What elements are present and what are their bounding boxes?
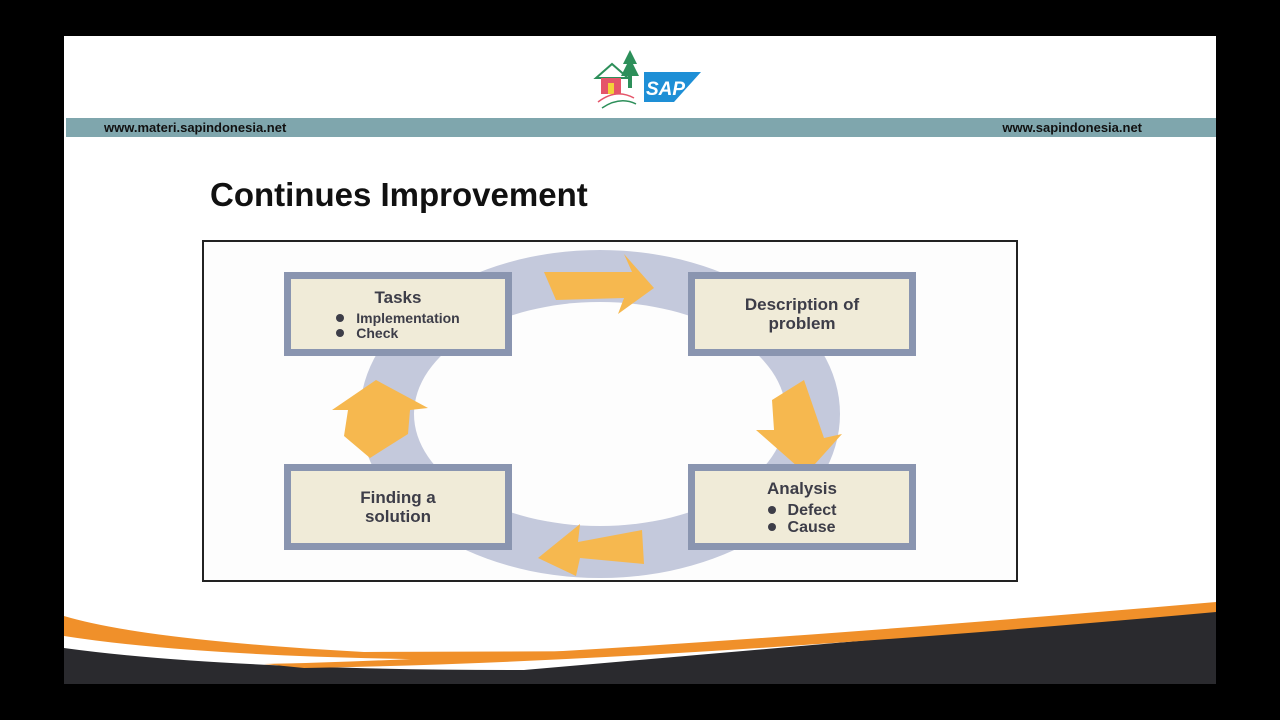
arrow-right-icon	[544, 254, 654, 314]
arrow-up-icon	[332, 380, 428, 458]
footer-orange-stripe	[264, 602, 1216, 668]
bullet-label: Cause	[787, 518, 836, 536]
slide-title: Continues Improvement	[210, 176, 588, 213]
bullet-label: Check	[356, 324, 399, 341]
step-title: Description of problem	[744, 295, 860, 333]
sap-logo-icon	[644, 72, 701, 102]
materi-url-link[interactable]: www.materi.sapindonesia.net	[104, 120, 287, 135]
list-item: Check	[336, 324, 459, 341]
site-url-link[interactable]: www.sapindonesia.net	[1002, 120, 1142, 135]
bullet-icon	[336, 329, 345, 337]
step-finding-a-solution: Finding a solution	[284, 464, 512, 550]
step-title: Analysis	[767, 478, 837, 498]
step-bullets: Defect Cause	[767, 501, 837, 536]
list-item: Cause	[767, 518, 837, 536]
arrow-left-icon	[538, 524, 644, 576]
bullet-icon	[767, 506, 776, 514]
bullet-label: Implementation	[356, 309, 460, 326]
list-item: Defect	[767, 501, 837, 519]
step-tasks: Tasks Implementation Check	[284, 272, 512, 356]
logo: SAP	[593, 50, 701, 109]
bullet-icon	[767, 523, 776, 531]
bullet-icon	[336, 314, 345, 322]
footer-dark-band	[64, 610, 1216, 684]
slide: SAP www.materi.sapindonesia.net www.sapi…	[64, 36, 1216, 684]
improvement-cycle-diagram: Tasks Implementation Check Description o…	[202, 240, 1018, 582]
header-bar: www.materi.sapindonesia.net www.sapindon…	[66, 118, 1216, 137]
step-description-of-problem: Description of problem	[688, 272, 916, 356]
house-tree-icon	[593, 50, 639, 109]
footer-swoosh	[64, 602, 1216, 684]
step-title: Finding a solution	[360, 488, 436, 526]
step-bullets: Implementation Check	[336, 309, 460, 341]
sap-logo-text: SAP	[646, 79, 685, 100]
bullet-label: Defect	[787, 501, 837, 519]
step-analysis: Analysis Defect Cause	[688, 464, 916, 550]
step-title: Tasks	[374, 287, 422, 307]
list-item: Implementation	[336, 309, 460, 326]
arrow-down-icon	[756, 380, 842, 474]
